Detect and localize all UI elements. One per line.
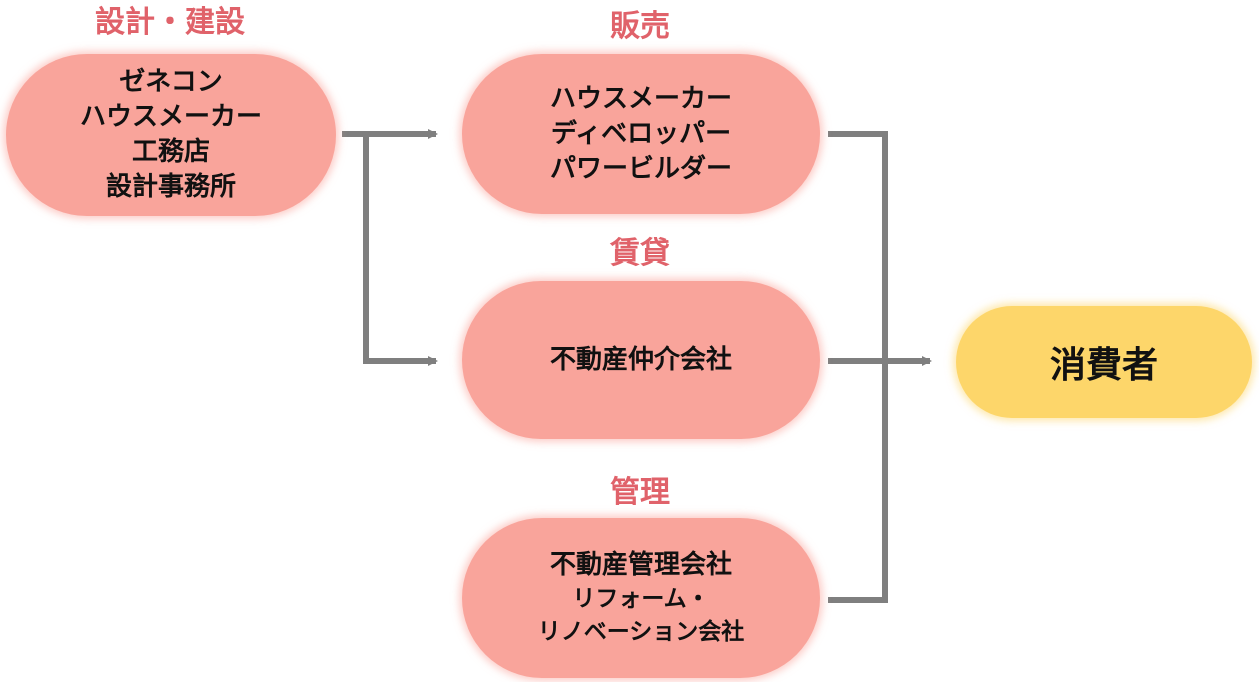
node-management-line-3: リノベーション会社 (537, 618, 745, 645)
node-management-line-2: リフォーム・ (572, 585, 710, 612)
node-sales-line-1: ハウスメーカー (549, 83, 732, 114)
node-sales: ハウスメーカー ディベロッパー パワービルダー (462, 54, 820, 214)
stage-label-design: 設計・建設 (95, 5, 245, 40)
stage-label-rental: 賃貸 (610, 236, 670, 271)
node-design-line-3: 工務店 (131, 137, 210, 167)
node-management-line-1: 不動産管理会社 (549, 549, 732, 580)
node-design-line-4: 設計事務所 (105, 172, 236, 202)
node-consumer: 消費者 (956, 306, 1252, 418)
node-sales-line-3: パワービルダー (549, 153, 732, 184)
node-design: ゼネコン ハウスメーカー 工務店 設計事務所 (6, 54, 336, 216)
node-rental: 不動産仲介会社 (462, 281, 820, 439)
node-sales-line-2: ディベロッパー (550, 118, 732, 149)
node-management: 不動産管理会社 リフォーム・ リノベーション会社 (462, 518, 820, 678)
stage-label-sales: 販売 (610, 9, 670, 44)
node-rental-line-1: 不動産仲介会社 (549, 344, 732, 375)
node-design-line-1: ゼネコン (119, 67, 223, 97)
stage-label-management: 管理 (610, 475, 670, 510)
node-design-line-2: ハウスメーカー (79, 102, 262, 132)
